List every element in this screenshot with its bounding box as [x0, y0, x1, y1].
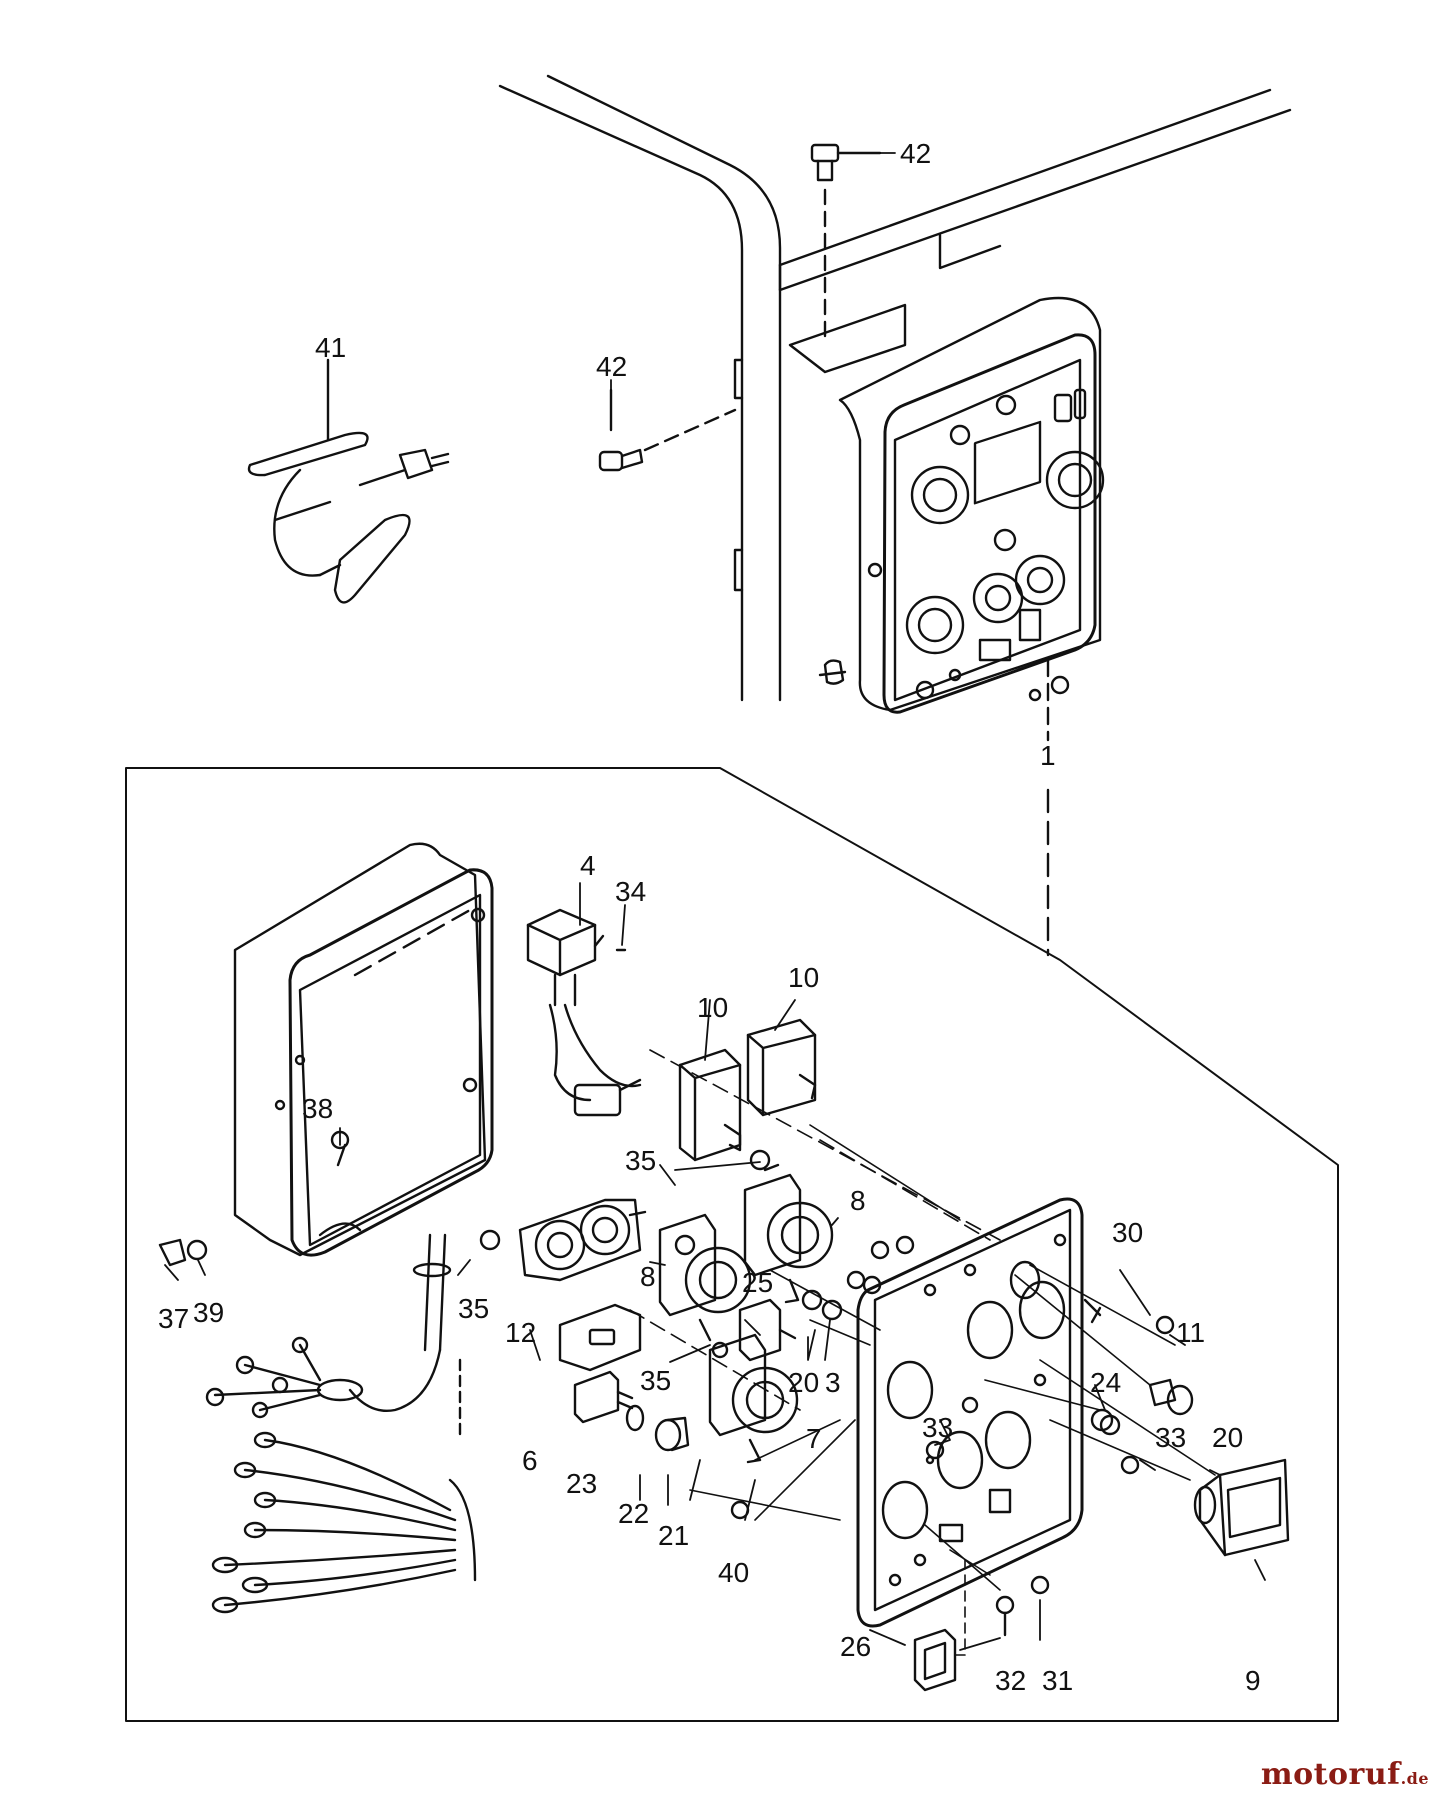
rocker-switch-26 — [913, 1628, 957, 1692]
bolt-42-left — [598, 388, 737, 472]
callout-10-left: 10 — [697, 992, 728, 1023]
circuit-breaker-10-a — [678, 1048, 742, 1162]
callout-33-left: 33 — [922, 1412, 953, 1443]
callout-35-top: 35 — [625, 1145, 656, 1176]
callout-42-top: 42 — [900, 138, 931, 169]
callout-24: 24 — [1090, 1367, 1121, 1398]
callout-35-left: 35 — [458, 1293, 489, 1324]
callout-35-mid: 35 — [640, 1365, 671, 1396]
callout-31: 31 — [1042, 1665, 1073, 1696]
duplex-receptacle-12 — [518, 1198, 647, 1282]
cable-bundle — [205, 1233, 462, 1442]
callout-42-left: 42 — [596, 351, 627, 382]
switch-25 — [738, 1298, 797, 1362]
watermark-logo: motoruf.de — [1261, 1757, 1429, 1792]
callout-labels: 1 3 4 6 7 8 8 9 10 10 11 12 20 20 21 22 … — [158, 138, 1261, 1696]
callout-30: 30 — [1112, 1217, 1143, 1248]
callout-34: 34 — [615, 876, 646, 907]
callout-39: 39 — [193, 1297, 224, 1328]
watermark-suffix: .de — [1400, 1769, 1429, 1788]
callout-leaders — [164, 152, 1266, 1651]
callout-21: 21 — [658, 1520, 689, 1551]
callout-20-left: 20 — [788, 1367, 819, 1398]
alignment-lines — [629, 1049, 1216, 1656]
callout-12: 12 — [505, 1317, 536, 1348]
control-box-housing — [233, 842, 494, 1257]
callout-26: 26 — [840, 1631, 871, 1662]
callout-20-right: 20 — [1212, 1422, 1243, 1453]
callout-37: 37 — [158, 1303, 189, 1334]
callout-23: 23 — [566, 1468, 597, 1499]
callout-8-right: 8 — [850, 1185, 866, 1216]
control-box-assembled — [818, 296, 1105, 714]
exploded-view-border — [125, 767, 1339, 1722]
watermark-text: motoruf — [1260, 1757, 1401, 1792]
callout-6: 6 — [522, 1445, 538, 1476]
switch-23 — [573, 1370, 634, 1424]
outlet-6 — [558, 1303, 642, 1372]
battery-cable-41 — [247, 358, 450, 604]
callout-38: 38 — [302, 1093, 333, 1124]
front-panel — [856, 1197, 1084, 1628]
receptacle-8-lower — [658, 1213, 752, 1342]
circuit-breaker-10-b — [746, 1018, 817, 1117]
bolt-42-top — [810, 143, 882, 342]
receptacle-7 — [708, 1333, 799, 1464]
callout-9: 9 — [1245, 1665, 1261, 1696]
callout-41: 41 — [315, 332, 346, 363]
callout-10-right: 10 — [788, 962, 819, 993]
generator-frame — [498, 74, 1292, 702]
bushing-21 — [654, 1416, 690, 1452]
callout-7: 7 — [806, 1423, 822, 1454]
spring-22 — [625, 1404, 645, 1432]
callout-33-right: 33 — [1155, 1422, 1186, 1453]
callout-40: 40 — [718, 1557, 749, 1588]
callout-3: 3 — [825, 1367, 841, 1398]
callout-11: 11 — [1176, 1317, 1205, 1348]
meter-9 — [1193, 1458, 1290, 1557]
small-fasteners — [158, 1149, 1121, 1436]
screws — [730, 1298, 1194, 1637]
callout-1: 1 — [1040, 740, 1056, 771]
callout-32: 32 — [995, 1665, 1026, 1696]
callout-22: 22 — [618, 1498, 649, 1529]
callout-8-left: 8 — [640, 1261, 656, 1292]
callout-4: 4 — [580, 850, 596, 881]
callout-25: 25 — [742, 1267, 773, 1298]
wire-harness — [211, 1431, 477, 1614]
regulator-4 — [526, 908, 642, 1117]
